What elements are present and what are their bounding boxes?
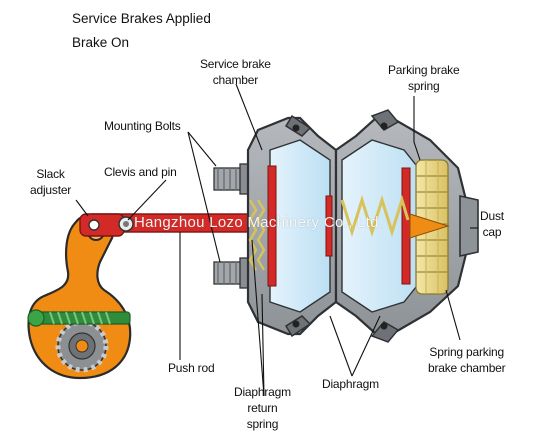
- dust-cap: [409, 195, 479, 257]
- service-diaphragm: [267, 165, 277, 287]
- label-push-rod: Push rod: [168, 361, 215, 375]
- label-clevis-and-pin: Clevis and pin: [104, 165, 177, 179]
- watermark: Hangzhou Lozo Machinery Co., Ltd.: [134, 214, 384, 231]
- label-diaphragm: Diaphragm: [322, 377, 379, 391]
- spring-diaphragm: [401, 167, 411, 285]
- label-spring-parking-brake-chamber: Spring parking brake chamber: [428, 345, 506, 375]
- label-slack-adjuster: Slack adjuster: [30, 167, 72, 197]
- diagram-title: Service Brakes Applied: [72, 11, 211, 26]
- label-diaphragm-return-spring: Diaphragm return spring: [234, 385, 291, 431]
- label-dust-cap: Dust cap: [480, 209, 504, 239]
- label-parking-brake-spring: Parking brake spring: [388, 63, 460, 93]
- service-chamber-interior: [269, 139, 331, 313]
- leader-lines: [75, 83, 478, 397]
- mounting-bolt-lower: [213, 257, 253, 289]
- label-service-brake-chamber: Service brake chamber: [200, 57, 271, 87]
- label-mounting-bolts: Mounting Bolts: [104, 119, 181, 133]
- gear-wheel: [55, 319, 109, 373]
- mounting-bolt-upper: [213, 163, 253, 195]
- piston-plate: [325, 195, 333, 257]
- worm-shaft: [27, 309, 131, 327]
- return-spring: [248, 199, 266, 271]
- middle-coil-spring: [340, 194, 410, 238]
- diagram-subtitle: Brake On: [72, 35, 130, 50]
